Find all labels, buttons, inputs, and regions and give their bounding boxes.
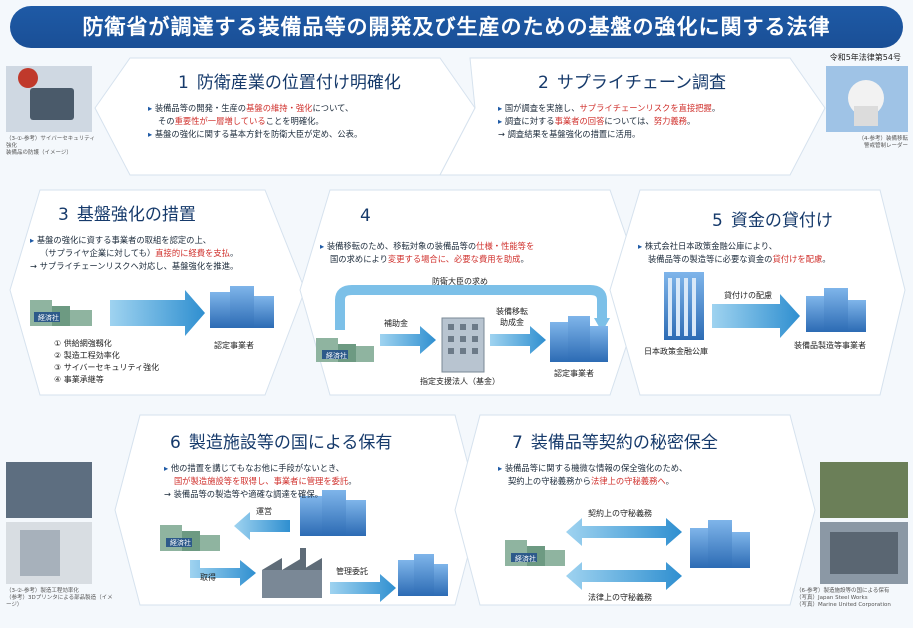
p7-small-factory — [505, 540, 565, 566]
panel-3-text: 基盤の強化に資する事業者の取組を認定の上、 （サプライヤ企業に対しても）直接的に… — [30, 234, 290, 273]
p6-facility — [262, 548, 322, 598]
p7-law-label: 法律上の守秘義務 — [588, 593, 652, 602]
panel-2-text: 国が調査を実施し、サプライチェーンリスクを直接把握。 調査に対する事業者の回答に… — [498, 102, 818, 141]
p6-small-factory — [160, 525, 220, 551]
page-title: 防衛省が調達する装備品等の開発及び生産のための基盤の強化に関する法律 — [10, 6, 903, 48]
caption-top-right: （4-参考）装備移転 警戒管制レーダー — [858, 136, 909, 149]
p4-arrow-subsidy — [380, 326, 436, 354]
p7-certified-building — [690, 520, 750, 568]
law-number: 令和5年法律第54号 — [829, 53, 901, 62]
p5-bank-label: 日本政策金融公庫 — [644, 347, 708, 356]
panel-1-text: 装備品等の開発・生産の基盤の維持・強化について、 その重要性が一層増していること… — [148, 102, 448, 141]
p5-bank-building — [664, 272, 704, 340]
p4-fund-building — [441, 317, 485, 373]
photo-bl — [6, 462, 92, 584]
caption-bottom-right: （6-参考）製造施設等の国による保有 （写真）Japan Steel Works… — [796, 588, 891, 608]
p3-certified-label: 認定事業者 — [214, 341, 254, 350]
p4-request-label: 防衛大臣の求め — [432, 277, 488, 286]
p4-small-factory — [316, 338, 374, 362]
panel-4-title: 4 — [360, 206, 371, 226]
p3-arrow — [110, 290, 205, 336]
photo-tl — [6, 66, 92, 132]
p6-operate-label: 運営 — [256, 507, 272, 516]
p6-acquire-label: 取得 — [200, 573, 216, 582]
panel-4-text: 装備移転のため、移転対象の装備品等の仕様・性能等を 国の求めにより変更する場合に… — [320, 240, 620, 266]
p6-arrow-acquire — [190, 560, 256, 586]
p4-subsidy-label: 補助金 — [384, 319, 408, 328]
panel-5-text: 株式会社日本政策金融公庫により、 装備品等の製造等に必要な資金の貸付けを配慮。 — [638, 240, 908, 266]
photo-br — [820, 462, 908, 584]
p7-contract-label: 契約上の守秘義務 — [588, 509, 652, 518]
p4-certified-label: 認定事業者 — [554, 369, 594, 378]
p5-arrow — [712, 294, 800, 338]
p5-loan-label: 貸付けの配慮 — [724, 291, 772, 300]
panel-7-text: 装備品等に関する機微な情報の保全強化のため、 契約上の守秘義務から法律上の守秘義… — [498, 462, 798, 488]
p3-certified-building — [210, 286, 274, 328]
caption-top-left: （3-①-参考）サイバーセキュリティ強化 装備品の防護（イメージ） — [6, 136, 95, 156]
p3-small-factory — [30, 300, 92, 326]
p7-company-tag: 経済社 — [515, 554, 536, 563]
p6-company-tag: 経済社 — [170, 538, 191, 547]
p4-certified-building — [550, 316, 608, 362]
p6-manage-label: 管理委託 — [336, 567, 368, 576]
p6-certified-building — [398, 554, 448, 596]
p4-company-tag: 経済社 — [326, 351, 347, 360]
company-tags: 経済社 経済社 経済社 経済社 — [38, 313, 536, 563]
photo-tr — [826, 66, 908, 132]
p7-arrow-law — [566, 562, 682, 590]
p4-transfer-label: 装備移転助成金 — [496, 307, 528, 327]
panel-3-measures: ① 供給網強靱化 ② 製造工程効率化 ③ サイバーセキュリティ強化 ④ 事業承継… — [54, 339, 160, 384]
p6-arrow-operate — [234, 512, 290, 540]
p7-arrow-contract — [566, 518, 682, 546]
p4-fund-label: 指定支援法人（基金） — [420, 377, 500, 386]
p6-gov-building — [300, 490, 366, 536]
p6-arrow-manage — [330, 574, 396, 602]
p3-company-tag: 経済社 — [38, 313, 59, 322]
p5-maker-label: 装備品製造等事業者 — [794, 341, 866, 350]
p4-arrow-grant — [490, 326, 546, 354]
panel-6-text: 他の措置を講じてもなお他に手段がないとき、 国が製造施設等を取得し、事業者に管理… — [164, 462, 464, 501]
p5-maker-building — [806, 288, 866, 332]
p4-request-arrow — [335, 285, 607, 330]
caption-bottom-left: （3-②-参考）製造工程効率化 （参考）3Dプリンタによる部品製造（イメージ） — [6, 588, 113, 608]
